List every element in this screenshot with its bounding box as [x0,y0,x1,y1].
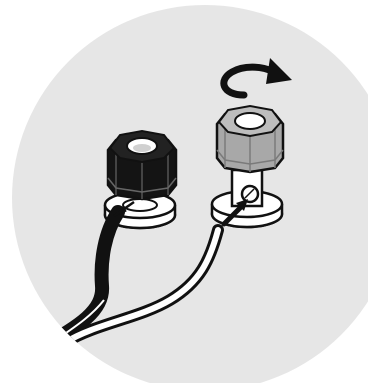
insert-direction-arrow-icon [221,199,248,227]
black-cap-band [107,177,177,193]
gray-cap-band [216,149,284,165]
black-cap-hole-inner [133,144,151,152]
black-wire-bare-end [113,200,135,218]
gray-binding-post [210,104,285,229]
gray-post-hole-hatch [244,188,255,199]
rotate-clockwise-arrow-icon [220,58,292,99]
gray-cap-hole [234,112,266,130]
